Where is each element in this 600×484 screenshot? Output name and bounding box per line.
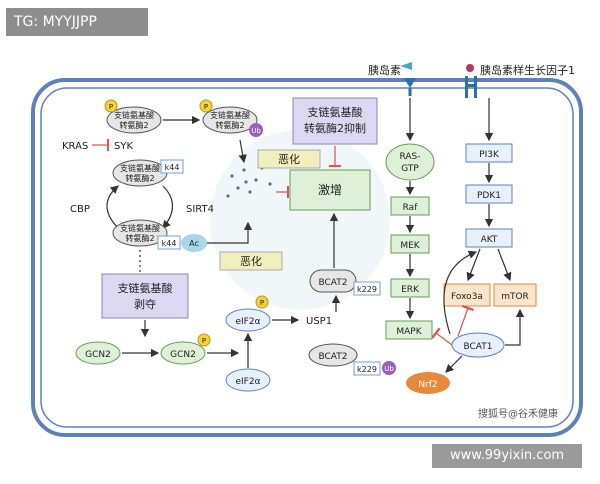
svg-text:恶化: 恶化: [278, 152, 300, 166]
tg-tag: TG: MYYJJPP: [6, 8, 148, 36]
svg-text:RAS-: RAS-: [399, 152, 420, 162]
syk-label: SYK: [114, 141, 133, 152]
eif2a-phospho: [225, 308, 271, 332]
ubiquitin-badge: [249, 123, 263, 137]
svg-text:P: P: [204, 103, 208, 111]
usp1-label: USP1: [306, 316, 332, 327]
k229-site: [353, 281, 381, 296]
ras-gtp: [385, 143, 435, 181]
bcat2-stable: [309, 269, 357, 293]
svg-text:ERK: ERK: [401, 285, 420, 295]
phospho-badge: [199, 99, 213, 113]
k44-site: [160, 159, 184, 174]
svg-text:AKT: AKT: [481, 235, 498, 245]
svg-text:eIF2α: eIF2α: [235, 377, 260, 387]
svg-text:转氨酶2: 转氨酶2: [215, 120, 244, 130]
svg-text:Ub: Ub: [251, 127, 261, 135]
igf1-ligand-icon: [466, 64, 474, 72]
phospho-badge: [104, 99, 118, 113]
surge-box: [289, 169, 371, 211]
svg-text:eIF2α: eIF2α: [235, 317, 260, 327]
svg-text:k44: k44: [165, 163, 180, 172]
svg-text:支链氨基酸: 支链氨基酸: [114, 110, 154, 120]
pdk1-box: [465, 184, 513, 204]
bcat2-enzyme-acetylated: [112, 219, 168, 247]
svg-text:PDK1: PDK1: [477, 191, 501, 201]
svg-text:剥夺: 剥夺: [134, 298, 156, 311]
svg-text:激增: 激增: [318, 183, 342, 197]
svg-text:mTOR: mTOR: [501, 292, 529, 302]
erk-box: [390, 278, 430, 298]
svg-text:k229: k229: [357, 285, 377, 294]
svg-text:GTP: GTP: [401, 164, 419, 174]
svg-text:转氨酶2: 转氨酶2: [125, 233, 154, 243]
raf-box: [390, 196, 430, 216]
insulin-receptor-icon: [404, 78, 416, 88]
bcat2-inhibition-box: [292, 97, 378, 145]
svg-text:MAPK: MAPK: [396, 327, 422, 337]
svg-text:转氨酶2: 转氨酶2: [119, 120, 148, 130]
svg-text:PI3K: PI3K: [479, 150, 500, 160]
svg-text:支链氨基酸: 支链氨基酸: [118, 281, 173, 295]
svg-text:MEK: MEK: [400, 241, 420, 251]
phospho-badge: [255, 295, 269, 309]
akt-box: [465, 228, 513, 248]
kras-label: KRAS: [62, 141, 88, 152]
gcn2-active: [160, 341, 206, 365]
svg-text:P: P: [260, 299, 264, 307]
svg-text:转氨酶2: 转氨酶2: [125, 173, 154, 183]
bcat2-ubiquitinated: [308, 343, 358, 367]
svg-text:BCAT2: BCAT2: [319, 278, 348, 288]
svg-text:支链氨基酸: 支链氨基酸: [120, 223, 160, 233]
worsen-box-upper: [257, 149, 321, 169]
svg-text:k229: k229: [357, 365, 377, 374]
bcaa-deprivation-box: [101, 273, 189, 319]
svg-text:Foxo3a: Foxo3a: [451, 292, 483, 302]
phospho-badge: [197, 333, 211, 347]
worsen-box-lower: [219, 251, 283, 271]
bcat2-enzyme-top-right: [202, 106, 258, 134]
mek-box: [390, 234, 430, 254]
svg-text:P: P: [109, 103, 113, 111]
svg-text:支链氨基酸: 支链氨基酸: [210, 110, 250, 120]
svg-text:Raf: Raf: [403, 203, 419, 213]
watermark-banner: www.99yixin.com: [432, 444, 582, 468]
insulin-ligand-icon: [400, 62, 412, 70]
svg-text:GCN2: GCN2: [85, 350, 111, 360]
pi3k-box: [465, 143, 513, 163]
svg-text:BCAT2: BCAT2: [319, 352, 348, 362]
svg-text:恶化: 恶化: [240, 254, 262, 268]
svg-text:Ac: Ac: [189, 239, 199, 248]
svg-text:支链氨基酸: 支链氨基酸: [120, 163, 160, 173]
svg-text:Nrf2: Nrf2: [418, 380, 437, 390]
mtor-box: [493, 283, 537, 307]
gcn2-inactive: [75, 341, 121, 365]
bcat2-enzyme-top-left: [106, 106, 162, 134]
svg-text:支链氨基酸: 支链氨基酸: [308, 105, 363, 119]
svg-text:GCN2: GCN2: [170, 350, 196, 360]
svg-text:BCAT1: BCAT1: [464, 342, 493, 352]
acetyl-badge: [181, 234, 207, 252]
svg-text:P: P: [202, 337, 206, 345]
k44-acetyl-site: [157, 235, 181, 250]
igf1-label: 胰岛素样生长因子1: [480, 63, 575, 77]
sirt4-label: SIRT4: [186, 204, 214, 215]
nrf2: [406, 372, 450, 394]
svg-text:Ub: Ub: [384, 365, 394, 373]
k229-site: [353, 361, 381, 376]
svg-text:转氨酶2抑制: 转氨酶2抑制: [304, 121, 366, 135]
svg-text:k44: k44: [162, 239, 177, 248]
ubiquitin-badge: [382, 361, 396, 375]
cbp-label: CBP: [70, 204, 90, 215]
eif2a: [225, 368, 271, 392]
insulin-label: 胰岛素: [368, 63, 401, 77]
credit-text: 搜狐号@谷禾健康: [478, 409, 558, 420]
